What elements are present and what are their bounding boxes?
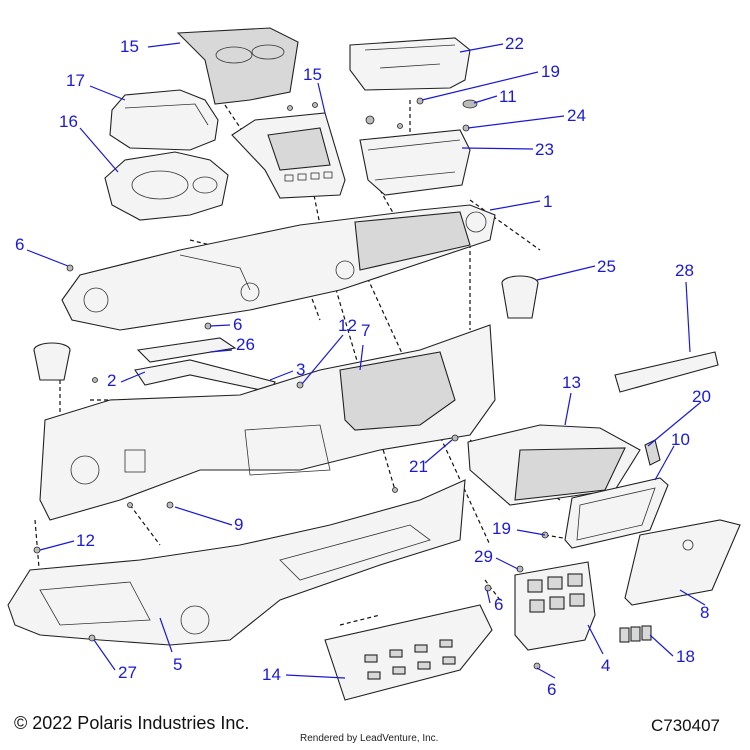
callout-1: 1 xyxy=(543,192,553,211)
callout-18: 18 xyxy=(676,647,695,666)
part-10-frame xyxy=(564,477,669,549)
callout-29: 29 xyxy=(474,547,493,566)
callout-5: 5 xyxy=(173,655,183,674)
callout-26: 26 xyxy=(236,335,255,354)
part-23-storage-bin xyxy=(359,129,471,196)
callout-6-left: 6 xyxy=(15,235,25,254)
callout-20: 20 xyxy=(692,387,711,406)
callout-25: 25 xyxy=(597,257,616,276)
part-4-switch-panel xyxy=(514,561,596,651)
callout-3: 3 xyxy=(296,360,306,379)
part-7-dash-main xyxy=(39,324,496,521)
callout-23: 23 xyxy=(535,140,554,159)
part-22-storage-lid xyxy=(349,37,471,91)
leader-lines xyxy=(26,42,706,679)
part-20-latch xyxy=(644,439,661,466)
part-5-lower-dash xyxy=(7,479,466,646)
callout-21: 21 xyxy=(409,457,428,476)
callout-10: 10 xyxy=(671,430,690,449)
callout-15-cupholder: 15 xyxy=(120,37,139,56)
callout-11: 11 xyxy=(499,87,517,106)
copyright-text: © 2022 Polaris Industries Inc. xyxy=(14,713,250,733)
part-25-cupholder xyxy=(501,275,539,319)
part-18-switches xyxy=(619,625,652,643)
part-15-cupholder xyxy=(176,27,299,105)
callout-8: 8 xyxy=(700,603,710,622)
part-15-display-panel xyxy=(231,112,346,199)
part-28-grab-handle xyxy=(614,351,719,393)
callout-27: 27 xyxy=(118,663,137,682)
callout-2: 2 xyxy=(107,371,117,390)
rendered-by-text: Rendered by LeadVenture, Inc. xyxy=(300,733,439,744)
callout-17: 17 xyxy=(66,71,85,90)
callout-14: 14 xyxy=(262,665,281,684)
callout-6-bracket: 6 xyxy=(233,315,243,334)
callout-7: 7 xyxy=(361,321,371,340)
part-17-bezel xyxy=(109,89,219,151)
figure-id: C730407 xyxy=(651,716,721,735)
callout-9: 9 xyxy=(234,515,244,534)
part-26-2-3-brackets xyxy=(134,337,276,393)
callout-19-lower: 19 xyxy=(492,519,511,538)
part-1-dash-top xyxy=(61,204,496,331)
callout-16: 16 xyxy=(59,112,78,131)
callout-19-top: 19 xyxy=(541,62,560,81)
part-16-cluster-mount xyxy=(104,151,229,221)
callout-28: 28 xyxy=(675,261,694,280)
callout-6-mid: 6 xyxy=(494,595,504,614)
callout-15-display: 15 xyxy=(303,65,322,84)
callout-12-lower: 12 xyxy=(76,531,95,550)
part-8-glovebox-door xyxy=(624,519,741,606)
callout-13: 13 xyxy=(562,373,581,392)
callout-24: 24 xyxy=(567,106,586,125)
cupholder-left xyxy=(33,342,71,381)
callout-4: 4 xyxy=(601,656,611,675)
callout-12-upper: 12 xyxy=(338,316,357,335)
callout-6-bottom: 6 xyxy=(547,680,557,699)
part-14-kick-panel xyxy=(324,604,493,701)
hardware-misc xyxy=(33,264,549,670)
part-13-glovebox-bin xyxy=(467,424,641,506)
callout-22: 22 xyxy=(505,34,524,53)
hardware-top xyxy=(287,97,478,132)
